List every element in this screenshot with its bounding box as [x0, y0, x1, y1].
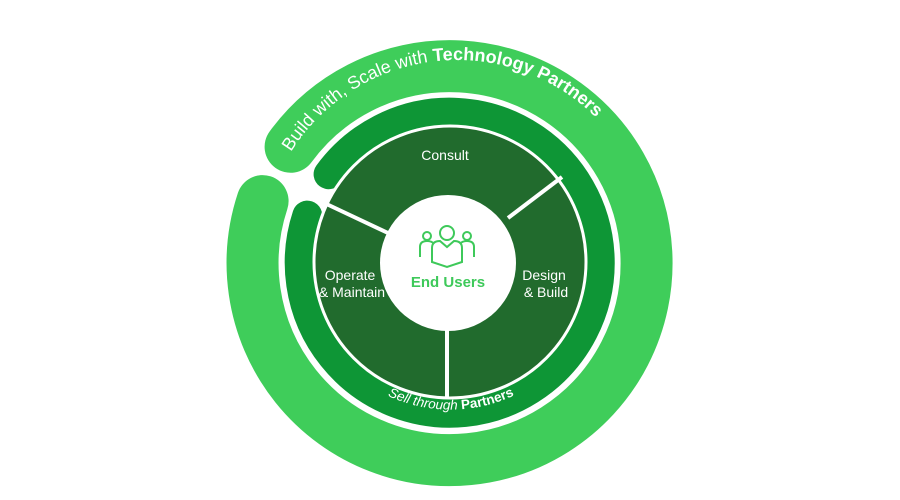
segment-operate-line2: & Maintain [319, 284, 385, 300]
users-group-icon [419, 225, 475, 269]
segment-consult: Consult [421, 147, 469, 163]
segment-design-line2: & Build [524, 284, 568, 300]
center-label: End Users [411, 274, 485, 291]
divider-right [506, 175, 564, 220]
divider-left [317, 198, 389, 235]
outer-ring [226, 40, 673, 487]
center-circle [380, 195, 516, 331]
segment-design-build: Design & Build [522, 267, 569, 300]
segment-design-line1: Design [522, 267, 566, 283]
segment-operate-line1: Operate [325, 267, 376, 283]
segment-operate-maintain: Operate & Maintain [319, 267, 385, 300]
middle-ring [284, 97, 615, 428]
